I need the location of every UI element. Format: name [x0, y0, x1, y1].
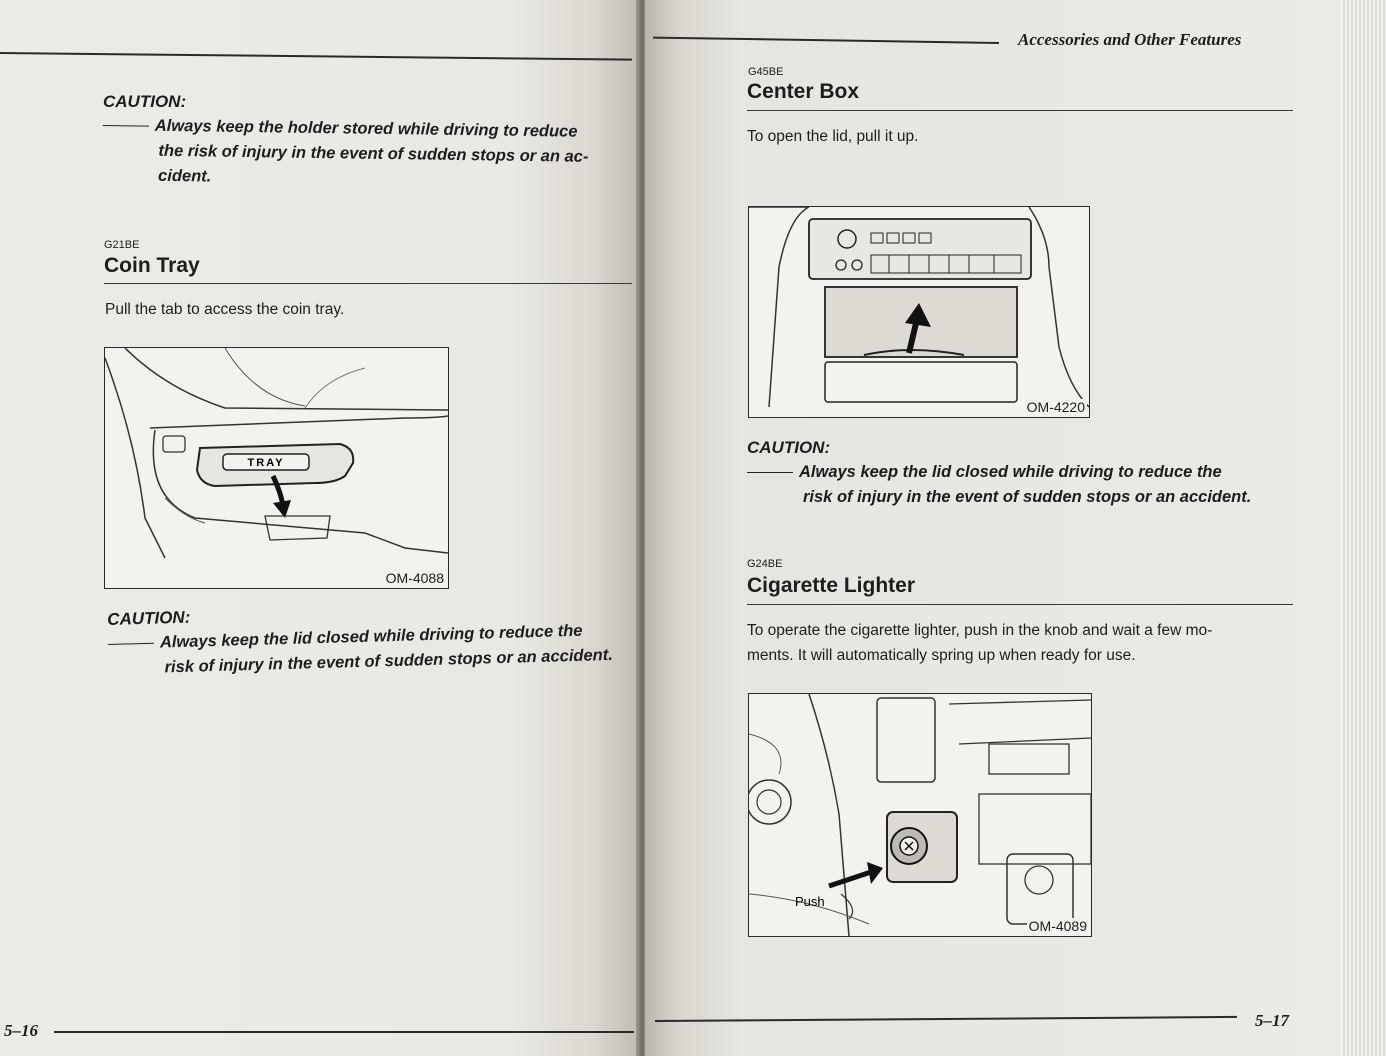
center-box-code: G45BE [748, 66, 784, 78]
top-caution-title: CAUTION: [103, 92, 187, 111]
center-box-illustration [749, 207, 1089, 408]
lighter-rule [747, 604, 1293, 605]
running-header: Accessories and Other Features [1018, 30, 1242, 49]
right-top-rule [653, 36, 1000, 44]
coin-tray-figure: TRAY OM-4088 [104, 347, 449, 589]
right-caution-title: CAUTION: [747, 438, 831, 457]
bottom-caution: CAUTION: Always keep the lid closed whil… [107, 595, 640, 680]
right-bottom-rule [654, 1015, 1237, 1022]
top-caution-text: Always keep the holder stored while driv… [102, 113, 640, 196]
coin-tray-illustration: TRAY [105, 348, 448, 559]
lighter-figure-label: OM-4089 [1026, 918, 1089, 934]
right-page-number: 5–17 [1255, 1011, 1289, 1030]
left-bottom-rule [54, 1031, 634, 1033]
lighter-body: To operate the cigarette lighter, push i… [747, 622, 1213, 664]
left-top-rule [0, 52, 632, 61]
right-page: Accessories and Other Features G45BE Cen… [645, 0, 1341, 1056]
coin-tray-title: Coin Tray [104, 254, 200, 277]
center-box-title: Center Box [747, 80, 860, 103]
center-box-figure-label: OM-4220 [1024, 399, 1087, 415]
coin-tray-body: Pull the tab to access the coin tray. [105, 301, 345, 318]
center-box-rule [747, 110, 1293, 111]
center-box-figure: OM-4220 [748, 206, 1090, 418]
lighter-code: G24BE [747, 558, 783, 570]
center-box-body: To open the lid, pull it up. [747, 128, 919, 145]
right-caution-text: Always keep the lid closed while driving… [747, 460, 1307, 510]
push-label: Push [795, 894, 825, 909]
left-page: CAUTION: Always keep the holder stored w… [0, 0, 640, 1056]
coin-tray-code: G21BE [104, 239, 140, 251]
caution-dash [107, 642, 154, 646]
coin-tray-rule [104, 283, 632, 284]
tray-tab-label: TRAY [248, 457, 285, 469]
coin-tray-figure-label: OM-4088 [383, 570, 446, 586]
page-edges [1341, 0, 1386, 1056]
caution-dash [747, 472, 793, 474]
caution-dash [102, 125, 149, 127]
left-page-number: 5–16 [4, 1021, 38, 1040]
lighter-illustration: Push [749, 694, 1091, 936]
lighter-title: Cigarette Lighter [747, 574, 916, 597]
lighter-figure: Push OM-4089 [748, 693, 1092, 937]
